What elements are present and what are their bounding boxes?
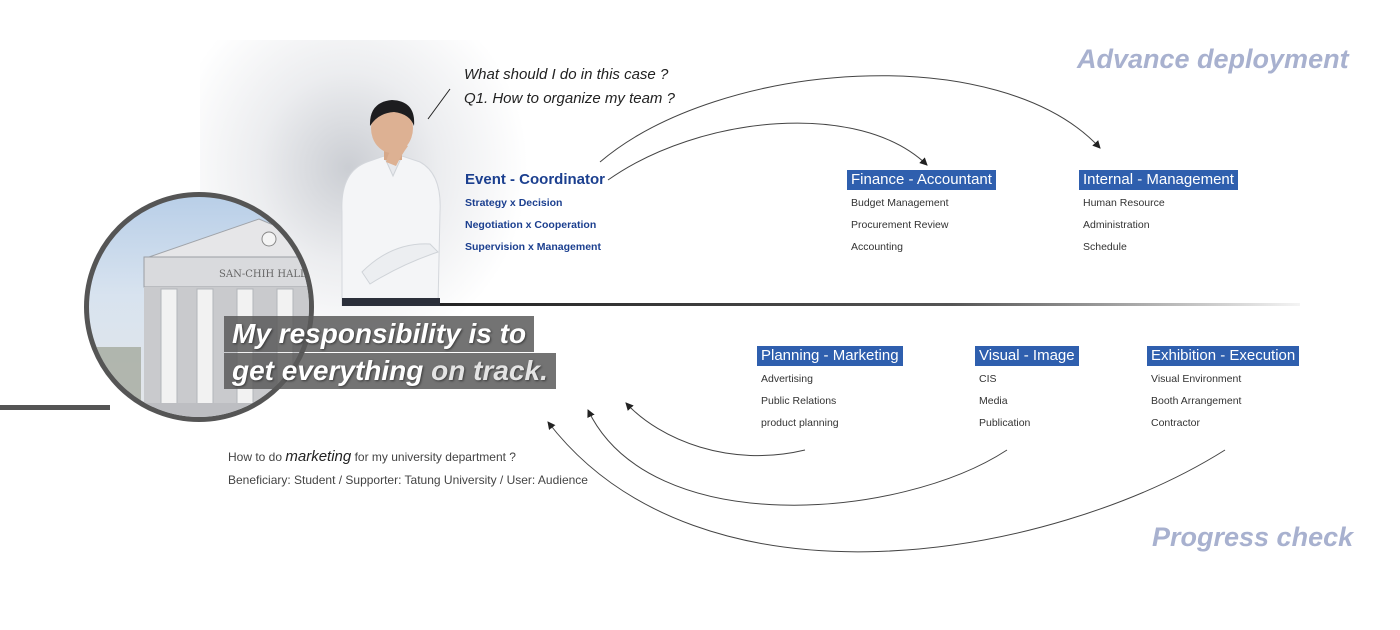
arrow-from-exhibition-execution	[547, 421, 1226, 553]
stakeholders-line: Beneficiary: Student / Supporter: Tatung…	[228, 473, 588, 487]
left-accent-bar	[0, 405, 110, 410]
caption-prefix: How to do	[228, 450, 283, 464]
caption-suffix: for my university department ?	[354, 450, 516, 464]
arrow-from-visual-image	[587, 409, 1008, 506]
role-task: Budget Management	[851, 197, 949, 209]
question-line-2: Q1. How to organize my team ?	[464, 90, 675, 107]
role-task: Contractor	[1151, 417, 1201, 429]
role-task: Human Resource	[1083, 197, 1165, 209]
arrow-from-planning-marketing	[625, 402, 806, 457]
arrow-to-internal-management	[599, 75, 1101, 163]
coordinator-skill: Supervision x Management	[465, 241, 601, 253]
slogan-line-2: get everything on track.	[224, 353, 556, 389]
arrow-to-finance-accountant	[607, 122, 928, 181]
role-visual-image: Visual - Image	[975, 346, 1079, 366]
role-task: Visual Environment	[1151, 373, 1242, 385]
role-task: Schedule	[1083, 241, 1127, 253]
role-task: Administration	[1083, 219, 1150, 231]
role-task: CIS	[979, 373, 997, 385]
speech-line-icon	[427, 88, 451, 120]
coordinator-skill: Strategy x Decision	[465, 197, 563, 209]
coordinator-title: Event - Coordinator	[465, 171, 606, 188]
role-finance-accountant: Finance - Accountant	[847, 170, 996, 190]
coordinator-skill: Negotiation x Cooperation	[465, 219, 597, 231]
building-sign-text: SAN-CHIH HALL	[219, 269, 307, 280]
role-exhibition-execution: Exhibition - Execution	[1147, 346, 1300, 366]
timeline-divider	[430, 303, 1300, 306]
slogan-line-1: My responsibility is to	[224, 316, 535, 352]
slogan-line-2-main: get everything	[232, 355, 424, 386]
role-internal-management: Internal - Management	[1079, 170, 1238, 190]
role-task: product planning	[761, 417, 839, 429]
phase-progress-check: Progress check	[1152, 522, 1354, 552]
phase-advance-deployment: Advance deployment	[1077, 44, 1349, 74]
role-task: Accounting	[851, 241, 903, 253]
role-task: Booth Arrangement	[1151, 395, 1242, 407]
role-task: Media	[979, 395, 1008, 407]
slogan-line-2-highlight: on track.	[431, 355, 548, 386]
marketing-question: How to do marketing for my university de…	[228, 448, 516, 465]
role-task: Procurement Review	[851, 219, 949, 231]
role-task: Public Relations	[761, 395, 837, 407]
role-task: Advertising	[761, 373, 813, 385]
question-line-1: What should I do in this case ?	[464, 66, 669, 83]
thinking-person-illustration	[341, 100, 441, 306]
role-planning-marketing: Planning - Marketing	[757, 346, 903, 366]
role-task: Publication	[979, 417, 1031, 429]
caption-highlight: marketing	[285, 448, 352, 465]
